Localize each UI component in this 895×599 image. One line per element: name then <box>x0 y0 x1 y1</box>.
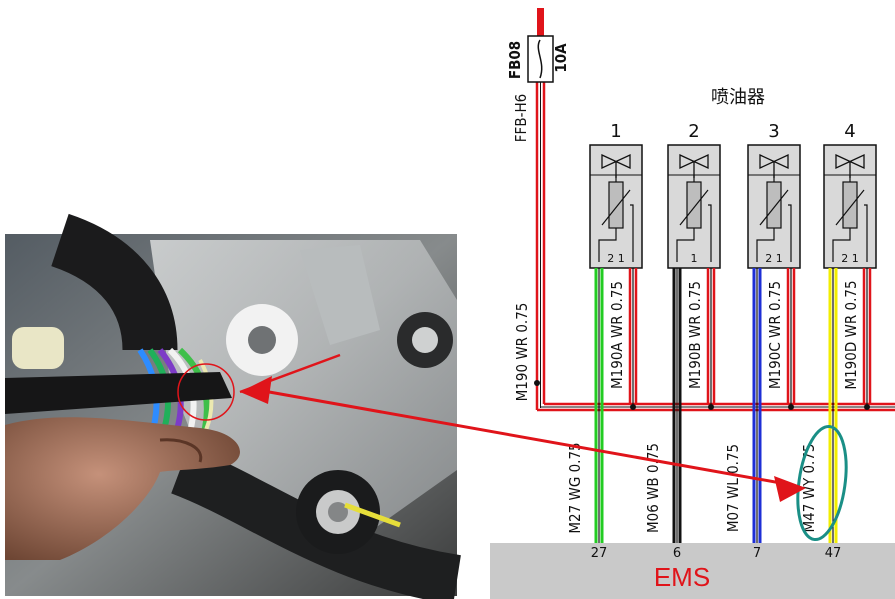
thumb-line <box>159 438 203 463</box>
coil-diagonal <box>679 189 709 226</box>
white-cap <box>12 327 64 369</box>
splice-dot <box>788 404 794 410</box>
internal-wiring <box>756 175 792 262</box>
fuse-wire-label: FFB-H6 <box>512 94 530 142</box>
harness-tube-upper <box>50 213 178 352</box>
splice-dot <box>630 404 636 410</box>
metal-ridge <box>300 245 380 345</box>
ems-pin-number: 27 <box>591 546 608 561</box>
supply-wire-label: M190C WR 0.75 <box>766 281 784 389</box>
arrow-branch <box>239 353 341 394</box>
bolt-dark-center <box>412 327 438 353</box>
fuse-name: FB08 <box>506 41 524 79</box>
ems-pin-number: 47 <box>825 546 842 561</box>
bolt-head <box>248 326 276 354</box>
coil-diagonal <box>835 189 865 226</box>
pointer-arrow <box>239 353 806 502</box>
arrow-shaft <box>257 388 793 487</box>
ems-label: EMS <box>654 562 710 592</box>
coil-icon <box>608 181 624 229</box>
hand <box>5 417 240 560</box>
photo-highlight-circle <box>177 363 235 421</box>
coil-diagonal <box>601 189 631 226</box>
pin-numbers: 2 1 <box>765 252 783 265</box>
internal-wiring <box>598 175 634 262</box>
injector-number: 1 <box>610 121 621 142</box>
coil-diagonal <box>759 189 789 226</box>
splice-dot <box>864 404 870 410</box>
internal-wiring <box>832 175 868 262</box>
wiring-diagram: EMS FB08 10A FFB-H6 M190 WR 0.75 喷油器 1 2 … <box>490 8 895 599</box>
pry-tool <box>5 372 232 414</box>
ems-band <box>490 543 895 599</box>
supply-wire-label: M190A WR 0.75 <box>608 281 626 389</box>
coil-icon <box>842 181 858 229</box>
injectors-title: 喷油器 <box>711 87 765 108</box>
signal-wire-label: M06 WB 0.75 <box>644 443 662 533</box>
coil-icon <box>686 181 702 229</box>
internal-wiring <box>676 175 712 262</box>
pin-numbers: 2 1 <box>841 252 859 265</box>
paint-mark <box>344 502 401 528</box>
pin-numbers: 2 1 <box>607 252 625 265</box>
fuse-rating: 10A <box>552 43 570 73</box>
signal-wire-label: M27 WG 0.75 <box>566 442 584 533</box>
signal-highlight-ellipse <box>796 424 848 542</box>
bolt-lower-center <box>328 502 348 522</box>
supply-top-thick <box>537 8 544 38</box>
signal-wire-label: M07 WL 0.75 <box>724 444 742 532</box>
ems-pin-number: 6 <box>673 546 681 561</box>
supply-wire-label: M190D WR 0.75 <box>842 280 860 389</box>
signal-wire-label: M47 WY 0.75 <box>800 443 818 532</box>
coil-icon <box>766 181 782 229</box>
fuse-symbol <box>537 39 543 79</box>
bus-wire-label: M190 WR 0.75 <box>513 303 531 402</box>
ems-pin-number: 7 <box>753 546 761 561</box>
supply-wire-label: M190B WR 0.75 <box>686 281 704 389</box>
splice-dot <box>534 380 540 386</box>
arrow-head-right <box>774 476 806 502</box>
injector-number: 4 <box>844 121 855 142</box>
pin-numbers: 1 <box>691 252 698 265</box>
splice-dot <box>708 404 714 410</box>
injector-number: 3 <box>768 121 779 142</box>
injector-number: 2 <box>688 121 699 142</box>
engine-photo <box>5 213 462 599</box>
